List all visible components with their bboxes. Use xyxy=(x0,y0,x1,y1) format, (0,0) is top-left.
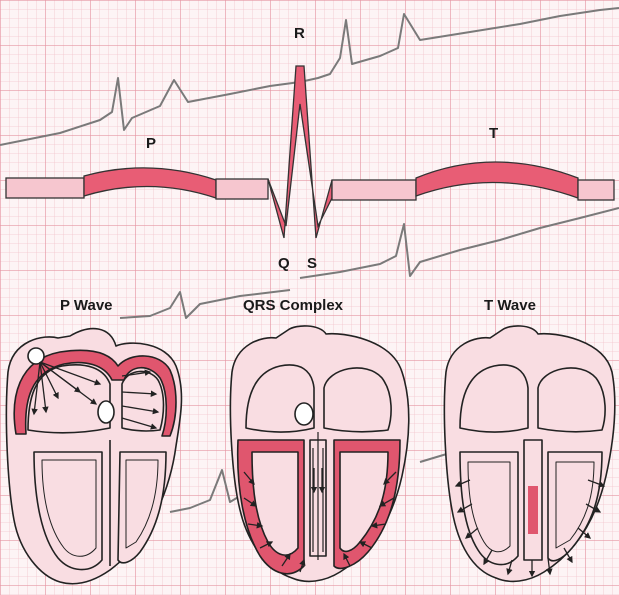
right-atrium xyxy=(324,368,391,432)
label-p-wave: P Wave xyxy=(60,297,113,314)
label-p: P xyxy=(146,135,156,152)
baseline-segment-2 xyxy=(216,179,268,199)
baseline-segment-1 xyxy=(6,178,84,198)
label-t: T xyxy=(489,125,498,142)
label-t-wave: T Wave xyxy=(484,297,536,314)
baseline-segment-4 xyxy=(578,180,614,200)
av-node xyxy=(295,403,313,425)
label-q: Q xyxy=(278,255,290,272)
label-r: R xyxy=(294,25,305,42)
sa-node xyxy=(28,348,44,364)
label-qrs-complex: QRS Complex xyxy=(243,297,344,314)
right-atrium xyxy=(538,368,605,432)
septum-repolarisation xyxy=(528,486,538,534)
right-atrium xyxy=(122,371,164,431)
label-s: S xyxy=(307,255,317,272)
av-node xyxy=(98,401,114,423)
baseline-segment-3 xyxy=(332,180,416,200)
